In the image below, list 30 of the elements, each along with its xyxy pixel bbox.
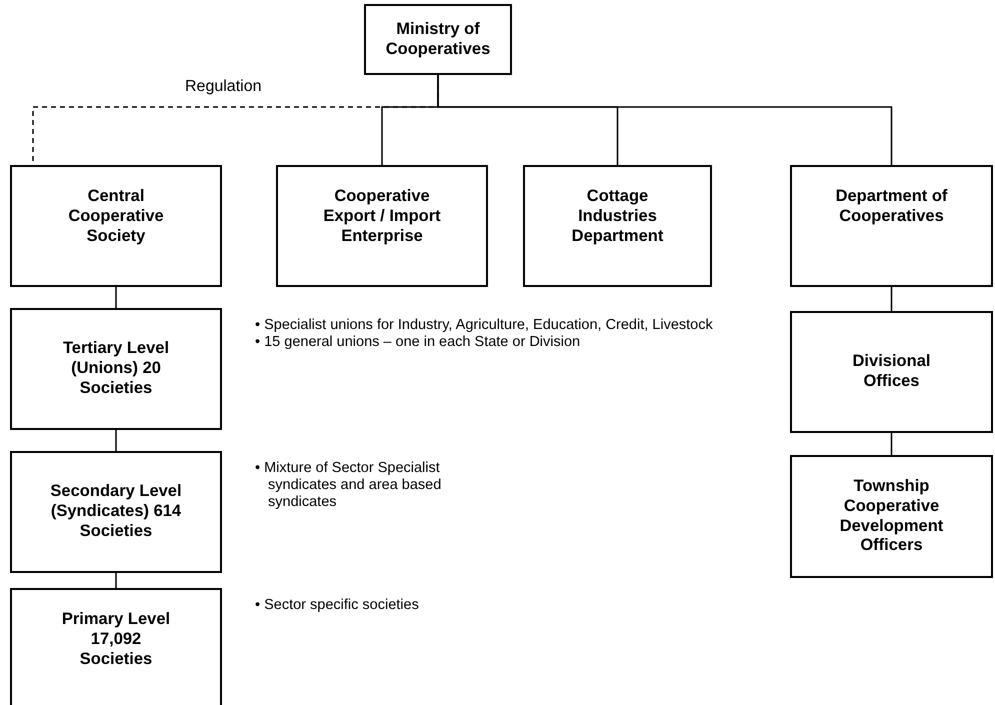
org-box: [790, 311, 993, 433]
connector-line: [437, 75, 892, 165]
org-box: [790, 165, 993, 287]
org-box: [523, 165, 712, 287]
org-box: [10, 588, 222, 705]
org-box: [10, 165, 222, 287]
connector-line: [115, 287, 117, 308]
box-label: Township Cooperative Development Officers: [838, 476, 944, 556]
box-label: Department of Cooperatives: [834, 187, 948, 227]
bullet-note: • Mixture of Sector Specialist syndicates and area based syndicates: [255, 460, 442, 512]
connector-line: [115, 430, 117, 451]
box-label: Primary Level 17,092 Societies: [60, 610, 172, 670]
org-box: [276, 165, 488, 287]
org-box: [10, 308, 222, 430]
box-label: Ministry of Cooperatives: [384, 20, 492, 60]
bullet-note: • 15 general unions – one in each State or Division: [255, 334, 582, 352]
box-label: Tertiary Level (Unions) 20 Societies: [62, 339, 170, 399]
box-label: Cottage Industries Department: [570, 187, 664, 246]
connector-line: [890, 433, 892, 455]
connector-line: [115, 573, 117, 588]
box-label: Cooperative Export / Import Enterprise: [322, 187, 442, 246]
bullet-note: • Specialist unions for Industry, Agriculture, Education, Credit, Livestock: [255, 317, 714, 334]
box-label: Secondary Level (Syndicates) 614 Societies: [49, 482, 183, 542]
org-box: [10, 451, 222, 573]
org-box: [364, 4, 512, 75]
bullet-note: • Sector specific societies: [255, 597, 420, 614]
org-box: [790, 455, 993, 578]
box-label: Divisional Offices: [852, 352, 932, 392]
box-label: Central Cooperative Society: [67, 187, 165, 246]
connector-line: [890, 287, 892, 311]
